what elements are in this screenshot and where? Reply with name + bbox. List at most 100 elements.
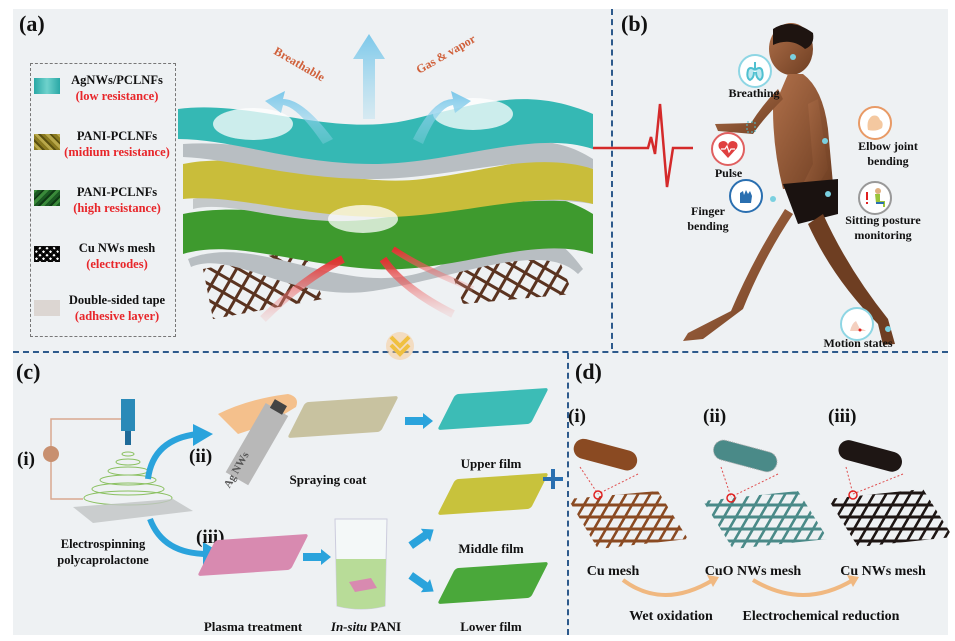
lungs-icon (738, 54, 772, 88)
legend-desc: (high resistance) (73, 201, 161, 215)
air-inflow-arrow (260, 255, 345, 322)
plasma-treatment-label: Plasma treatment (203, 619, 303, 634)
spraying-coat-label: Spraying coat (289, 472, 367, 487)
legend-name: PANI-PCLNFs (76, 185, 158, 199)
breathable-arrow (265, 91, 333, 144)
cu-nws-wire-zoom (838, 440, 902, 472)
stage-ii-numeral: (ii) (703, 406, 727, 427)
step-i-label: (i) (17, 449, 35, 470)
cuo-nws-mesh-illustration (703, 439, 828, 549)
sensor-dot (825, 191, 831, 197)
legend-swatch-agnws (34, 78, 60, 94)
voltage-source-icon (43, 446, 59, 462)
divider-cd (567, 353, 569, 635)
electrospinning-setup (43, 399, 193, 523)
cuo-wire-zoom (713, 439, 778, 473)
plus-icon (543, 469, 563, 489)
chevron-down-icon (386, 332, 414, 360)
vapor-up-arrow (353, 34, 385, 119)
arrow-right-icon (405, 413, 433, 429)
spray-can (225, 403, 289, 486)
leg-back (808, 214, 895, 345)
insitu-pani-label: In-situ PANI (321, 619, 411, 635)
panel-b-label: (b) (621, 11, 648, 36)
finger-bending-label: Finger bending (687, 204, 729, 233)
fiber-spiral (83, 451, 173, 506)
legend-swatch-pani-medium (34, 134, 60, 150)
circuit-wire (50, 418, 123, 500)
cu-mesh-label: Cu mesh (586, 564, 640, 579)
lower-film-label: Lower film (460, 619, 522, 634)
breathing-label: Breathing (728, 86, 780, 100)
spray-nozzle (269, 399, 287, 415)
legend-desc: (low resistance) (75, 89, 159, 103)
upper-film-label: Upper film (460, 456, 522, 471)
cu-nws-mesh-illustration (828, 440, 953, 547)
cuo-nws-mesh-label: CuO NWs mesh (704, 564, 802, 579)
electrochemical-reduction-label: Electrochemical reduction (742, 609, 900, 624)
divider-ab (611, 9, 613, 349)
insitu-italic: In-situ (330, 619, 368, 634)
vapor-cloud (213, 108, 293, 140)
legend-desc: (adhesive layer) (74, 309, 160, 323)
spray-can-illustration (218, 394, 297, 486)
syringe-needle (125, 431, 131, 445)
hand-icon (729, 179, 763, 213)
process-arrows (145, 424, 223, 566)
legend-name: PANI-PCLNFs (76, 129, 158, 143)
air-inflow-arrow (391, 246, 475, 292)
sitting-posture-label: Sitting posture monitoring (845, 213, 921, 242)
legend-swatch-tape (34, 300, 60, 316)
vapor-cloud (328, 205, 398, 233)
hair (773, 23, 814, 49)
wrist-sensor (746, 121, 756, 133)
legend-item-pani-medium: PANI-PCLNFs (midium resistance) (31, 128, 175, 174)
wet-oxidation-arrow (621, 578, 715, 597)
walking-person-illustration (683, 23, 895, 345)
shorts (783, 179, 838, 224)
beaker-illustration (334, 518, 388, 610)
sensor-dot (885, 326, 891, 332)
collector-mat (73, 499, 193, 523)
legend-item-agnws: AgNWs/PCLNFs (low resistance) (31, 72, 175, 118)
upper-film (437, 387, 549, 431)
motion-states-label: Motion states (823, 336, 893, 350)
elbow-joint-bending-label: Elbow joint bending (858, 139, 918, 168)
arrow-down-right-icon (408, 572, 434, 593)
divider-horizontal (13, 351, 948, 353)
layered-sensor-illustration (178, 34, 593, 322)
arrowhead (707, 575, 719, 587)
process-curved-arrows (621, 575, 859, 597)
arrowhead (847, 575, 859, 587)
cu-mesh-illustration (568, 438, 688, 549)
panel-a-legend: AgNWs/PCLNFs (low resistance) PANI-PCLNF… (30, 63, 176, 337)
legend-swatch-pani-high (34, 190, 60, 206)
legend-name: Double-sided tape (68, 293, 166, 307)
step-ii-label: (ii) (189, 446, 213, 467)
cu-wire-zoom (573, 438, 638, 471)
air-inflow-arrow (379, 256, 455, 318)
middle-film (437, 472, 549, 516)
legend-item-cu-mesh: Cu NWs mesh (electrodes) (31, 240, 175, 286)
pulse-waveform (593, 103, 693, 188)
cu-nws-mesh-label: Cu NWs mesh (840, 564, 926, 579)
arrow-up-right-icon (408, 528, 434, 549)
legend-name: AgNWs/PCLNFs (71, 73, 163, 87)
lower-film (437, 561, 549, 605)
leg-front (683, 209, 793, 341)
legend-name: Cu NWs mesh (78, 241, 156, 255)
sitting-person-icon (858, 181, 892, 215)
syringe-icon (121, 399, 135, 431)
gas-vapor-arrow (413, 91, 471, 144)
sensor-dot (822, 138, 828, 144)
legend-desc: (electrodes) (86, 257, 148, 271)
heart-icon (711, 132, 745, 166)
foot-icon (840, 307, 874, 341)
reduction-arrow (751, 578, 855, 597)
figure-canvas: (a) AgNWs/PCLNFs (low resistance) PANI-P… (13, 9, 953, 635)
sensor-dot (790, 54, 796, 60)
electrospinning-label: Electrospinning polycaprolactone (57, 537, 149, 567)
legend-desc: (midium resistance) (64, 145, 170, 159)
arm-front (715, 89, 783, 134)
vapor-cloud (433, 98, 513, 130)
